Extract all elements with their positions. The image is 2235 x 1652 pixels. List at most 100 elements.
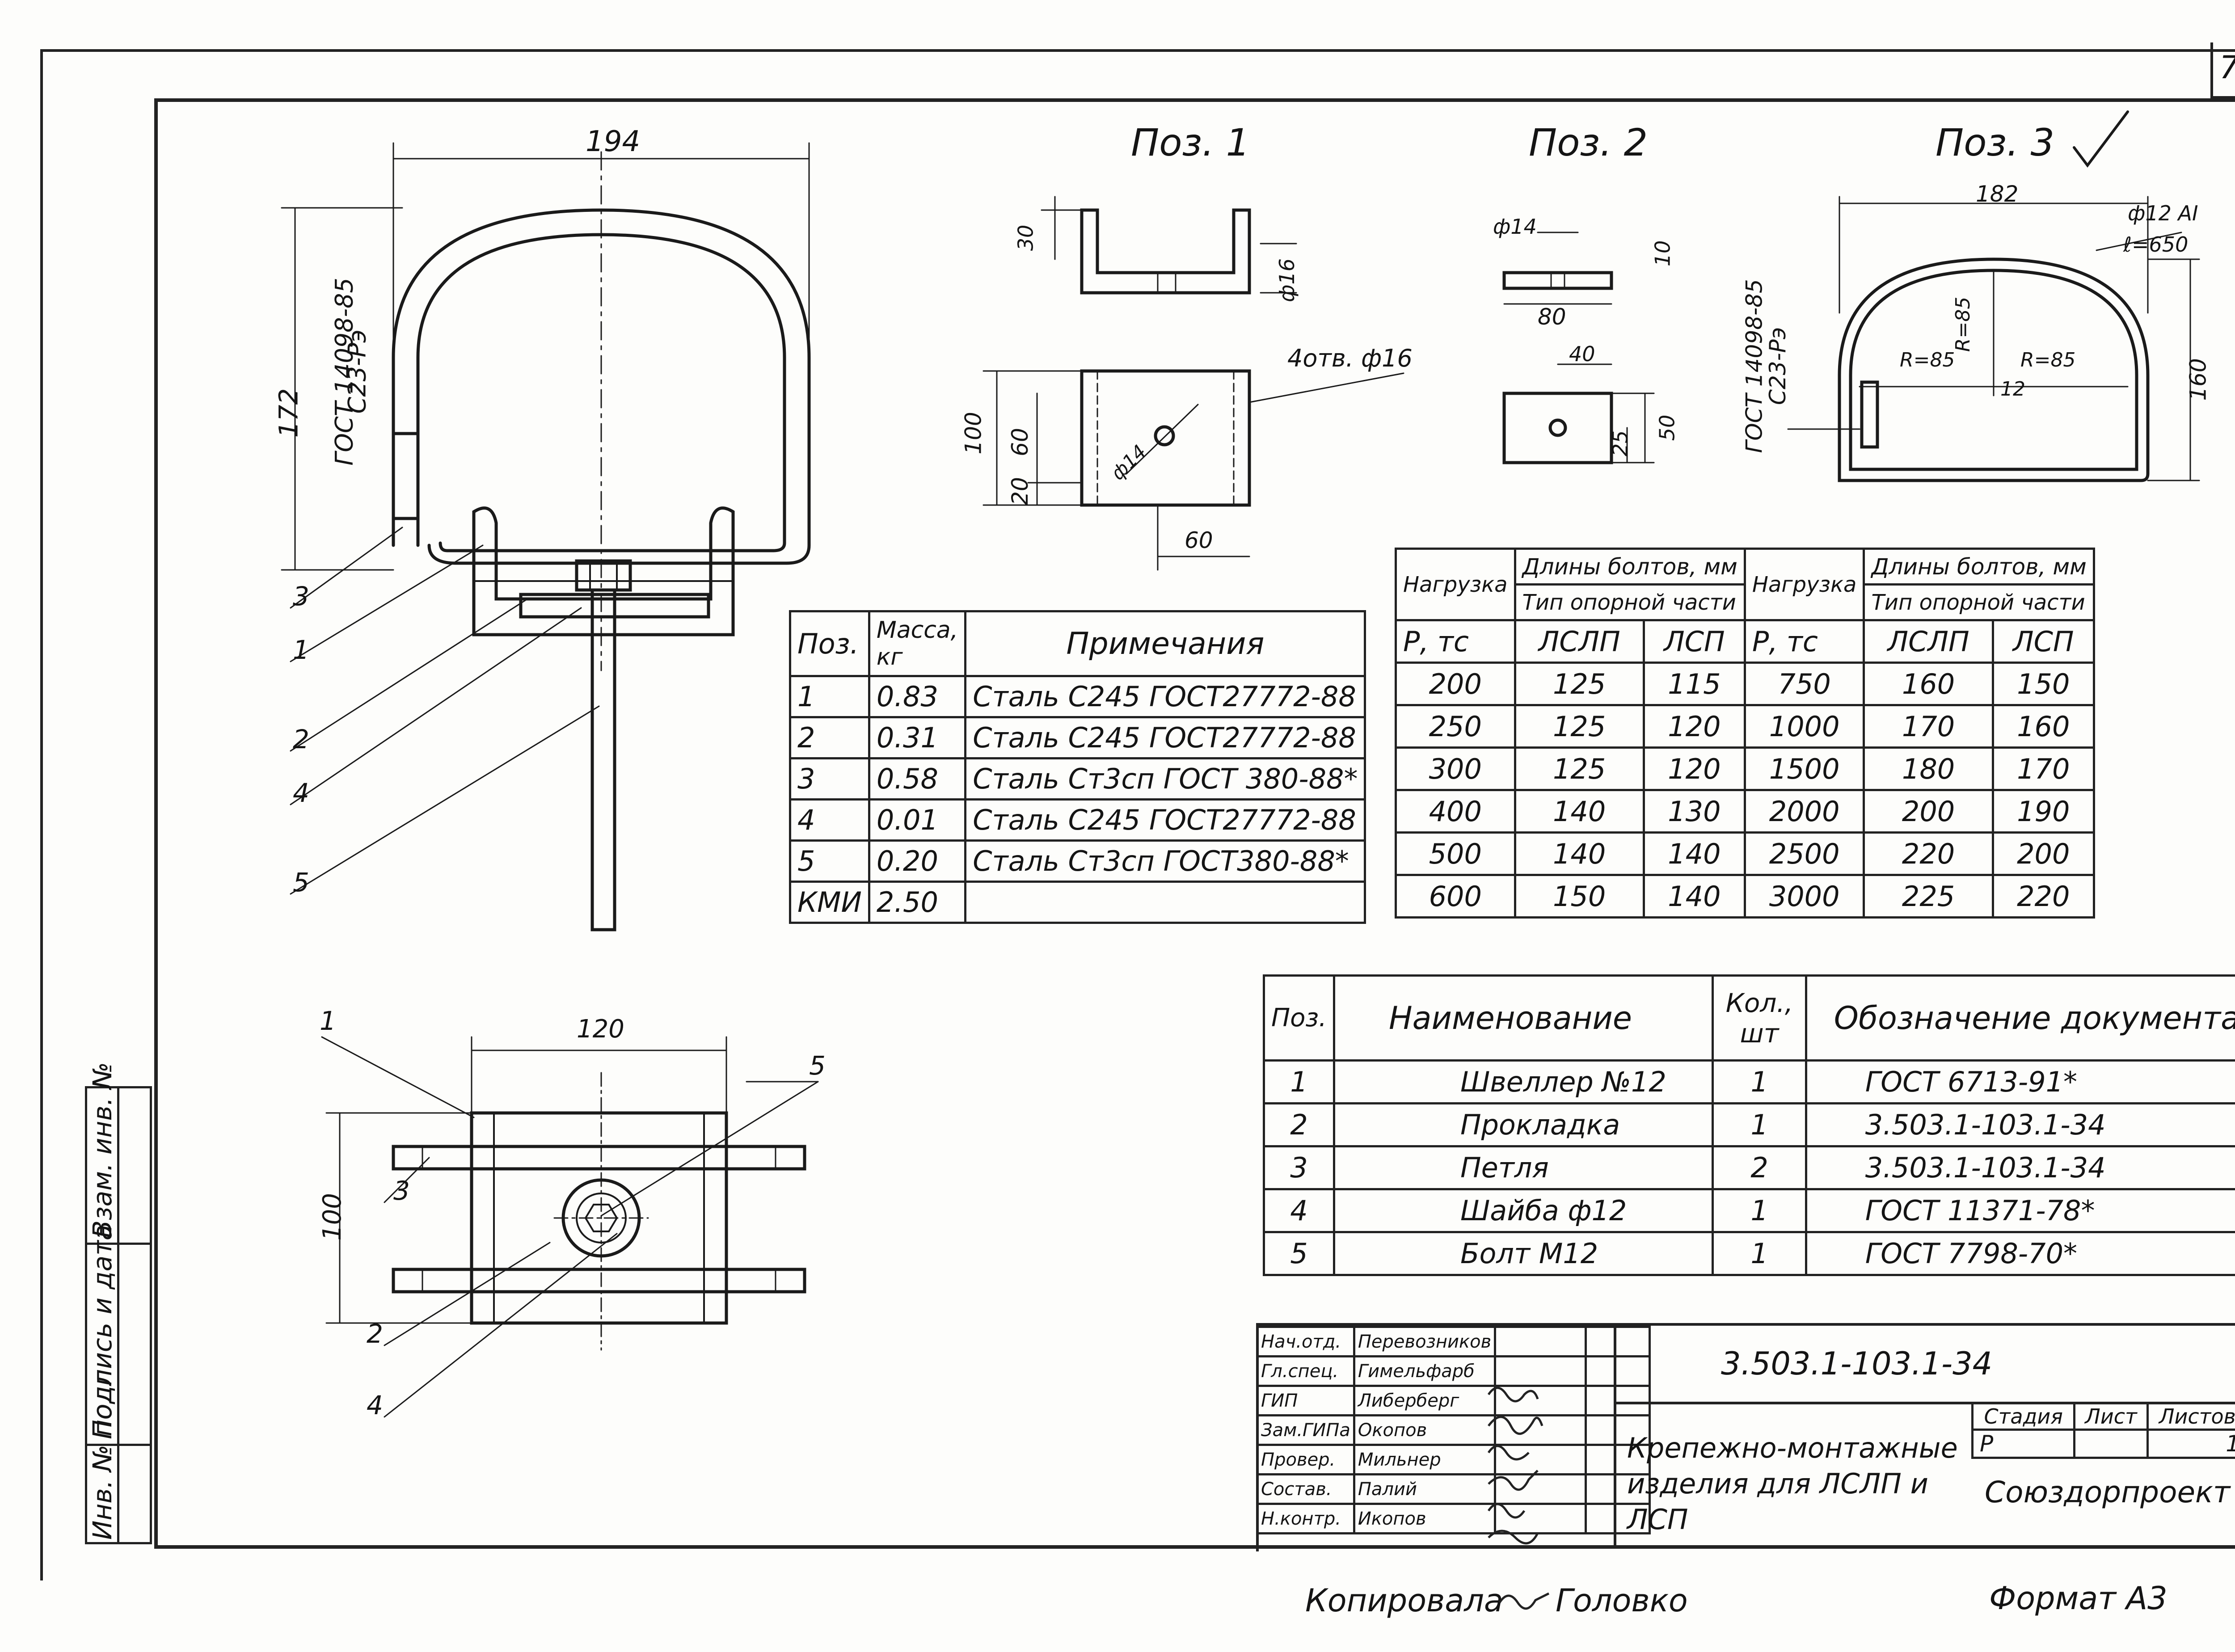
- sign-signature: [1494, 1355, 1587, 1387]
- p3-dim-12: 12: [2000, 378, 2025, 400]
- format-label: Формат А3: [1989, 1580, 2168, 1617]
- spec-header-qty: Кол., шт: [1712, 974, 1807, 1062]
- sign-signature: [1494, 1326, 1587, 1357]
- table-cell: 1: [1712, 1059, 1807, 1104]
- callout: 5: [809, 1050, 826, 1081]
- table-cell: ГОСТ 6713-91*: [1805, 1059, 2235, 1104]
- sign-name: Гимельфарб: [1353, 1355, 1497, 1387]
- table-cell: 2: [1263, 1102, 1335, 1147]
- sheets-value: 1: [2146, 1429, 2235, 1459]
- callout: 2: [367, 1319, 383, 1349]
- table-cell: 1: [1263, 1059, 1335, 1104]
- signature-table: Нач.отд.Перевозников Гл.спец.Гимельфарб …: [1256, 1326, 1651, 1534]
- table-cell: 0.31: [868, 716, 967, 759]
- table-cell: 220: [1991, 874, 2095, 919]
- pos3-title: Поз. 3: [1936, 121, 2055, 164]
- title-code-cell: [1614, 1326, 2235, 1404]
- table-cell: 3: [1263, 1145, 1335, 1190]
- sign-name: Палий: [1353, 1473, 1497, 1505]
- sign-role: Н.контр.: [1256, 1503, 1355, 1534]
- table-cell: Шайба ф12: [1333, 1188, 1714, 1233]
- spec-header-doc: Обозначение документа: [1805, 974, 2235, 1062]
- sign-role: Гл.спец.: [1256, 1355, 1355, 1387]
- bolt-header-lslp-2: ЛСЛП: [1863, 619, 1994, 664]
- title-text-cell: [1614, 1402, 1974, 1549]
- table-cell: 140: [1514, 789, 1645, 834]
- table-cell: 160: [1863, 662, 1994, 706]
- document-title: Крепежно-монтажные изделия для ЛСЛП и ЛС…: [1627, 1432, 1958, 1536]
- sign-role: Состав.: [1256, 1473, 1355, 1505]
- sign-name: Мильнер: [1353, 1444, 1497, 1475]
- table-cell: 1: [789, 675, 870, 718]
- side-stamp-replace: Взам. инв. №: [87, 1062, 118, 1238]
- sign-name: Окопов: [1353, 1414, 1497, 1446]
- table-cell: Сталь С245 ГОСТ27772-88: [964, 675, 1366, 718]
- copied-by-label: Копировала: [1305, 1582, 1503, 1619]
- callout: 2: [293, 724, 309, 754]
- table-cell: 140: [1514, 831, 1645, 876]
- table-cell: 400: [1395, 789, 1516, 834]
- sign-date: [1585, 1385, 1651, 1416]
- table-cell: 5: [1263, 1231, 1335, 1276]
- organization: Союздорпроект: [1985, 1475, 2231, 1509]
- callout: 1: [320, 1006, 336, 1036]
- table-cell: 125: [1514, 704, 1645, 749]
- table-cell: 200: [1863, 789, 1994, 834]
- sign-role: Зам.ГИПа: [1256, 1414, 1355, 1446]
- table-cell: 0.83: [868, 675, 967, 718]
- drawing-frame: [154, 98, 2235, 1549]
- p1-holes: 4отв. ф16: [1287, 344, 1413, 372]
- sign-date: [1585, 1326, 1651, 1357]
- p3-radius-right: R=85: [2020, 349, 2076, 371]
- sheet-label: Лист: [2073, 1402, 2149, 1431]
- table-cell: 120: [1642, 704, 1746, 749]
- sign-signature: [1494, 1503, 1587, 1534]
- table-cell: 150: [1991, 662, 2095, 706]
- table-cell: КМИ: [789, 881, 870, 924]
- table-cell: Швеллер №12: [1333, 1059, 1714, 1104]
- callout: 5: [293, 867, 309, 898]
- table-cell: 300: [1395, 746, 1516, 791]
- table-cell: Сталь Ст3сп ГОСТ 380-88*: [964, 757, 1366, 801]
- copier-signature: [1498, 1592, 1550, 1610]
- sign-date: [1585, 1355, 1651, 1387]
- bolt-header-type-1: Тип опорной части: [1514, 583, 1746, 621]
- sign-name: Икопов: [1353, 1503, 1497, 1534]
- bolt-header-lslp-1: ЛСЛП: [1514, 619, 1645, 664]
- table-cell: 160: [1991, 704, 2095, 749]
- table-cell: 1: [1712, 1102, 1807, 1147]
- sign-role: ГИП: [1256, 1385, 1355, 1416]
- table-cell: 200: [1991, 831, 2095, 876]
- side-stamp-sign: Подпись и дата: [87, 1224, 118, 1439]
- sheet-number-box: [2210, 42, 2235, 99]
- sign-role: Нач.отд.: [1256, 1326, 1355, 1357]
- sign-name: Либерберг: [1353, 1385, 1497, 1416]
- table-cell: 220: [1863, 831, 1994, 876]
- copier-name: Головко: [1556, 1582, 1688, 1619]
- p2-dim-d14: ф14: [1493, 215, 1537, 239]
- spec-header-pos: Поз.: [1263, 974, 1335, 1062]
- table-cell: 2: [1712, 1145, 1807, 1190]
- table-cell: 140: [1642, 831, 1746, 876]
- bolt-length-table: Нагрузка Длины болтов, мм Нагрузка Длины…: [1395, 548, 2095, 919]
- bolt-header-p-2: Р, тс: [1743, 619, 1865, 664]
- spec-header-name: Наименование: [1333, 974, 1714, 1062]
- sign-signature: [1494, 1444, 1587, 1475]
- dim-plan-width: 120: [577, 1015, 624, 1044]
- stage-label: Стадия: [1971, 1402, 2076, 1431]
- sign-date: [1585, 1444, 1651, 1475]
- table-cell: 5: [789, 839, 870, 883]
- sign-date: [1585, 1414, 1651, 1446]
- table-cell: 150: [1514, 874, 1645, 919]
- table-cell: 1500: [1743, 746, 1865, 791]
- pos2-title: Поз. 2: [1529, 121, 1648, 164]
- dim-main-width: 194: [586, 125, 641, 158]
- table-cell: 4: [789, 798, 870, 842]
- table-cell: 1000: [1743, 704, 1865, 749]
- table-cell: 115: [1642, 662, 1746, 706]
- table-cell: 120: [1642, 746, 1746, 791]
- table-cell: 200: [1395, 662, 1516, 706]
- table-cell: 3.503.1-103.1-34: [1805, 1102, 2235, 1147]
- bolt-header-p-1: Р, тс: [1395, 619, 1516, 664]
